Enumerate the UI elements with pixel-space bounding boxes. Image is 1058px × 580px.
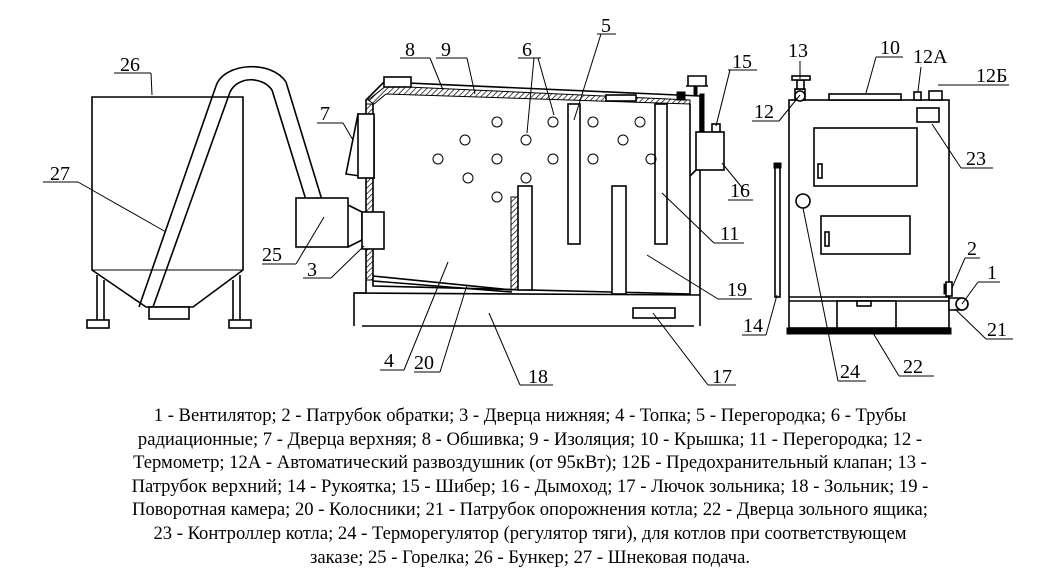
label-26: 26: [120, 54, 140, 76]
label-11: 11: [720, 223, 739, 245]
label-5: 5: [601, 15, 611, 37]
label-7: 7: [320, 103, 330, 125]
label-3: 3: [307, 259, 317, 281]
label-10: 10: [880, 37, 900, 59]
label-19: 19: [727, 279, 747, 301]
label-6: 6: [522, 39, 532, 61]
label-13: 13: [788, 40, 808, 62]
label-27: 27: [50, 163, 70, 185]
label-18: 18: [528, 366, 548, 388]
caption-line: Патрубок верхний; 14 - Рукоятка; 15 - Ши…: [131, 475, 929, 497]
label-23: 23: [966, 148, 986, 170]
caption-line: радиационные; 7 - Дверца верхняя; 8 - Об…: [137, 428, 923, 450]
part-labels: 26 27 25 3 7 8 9 6 5 15 16 11 19 17 18 2…: [50, 15, 1007, 388]
boiler-diagram: 26 27 25 3 7 8 9 6 5 15 16 11 19 17 18 2…: [43, 15, 1013, 388]
label-4: 4: [384, 350, 394, 372]
label-21: 21: [987, 319, 1007, 341]
auger-feed: [138, 65, 323, 308]
caption-line: 1 - Вентилятор; 2 - Патрубок обратки; 3 …: [153, 405, 907, 426]
label-17: 17: [712, 366, 732, 388]
label-15: 15: [732, 51, 752, 73]
label-25: 25: [262, 244, 282, 266]
label-14: 14: [743, 315, 763, 337]
caption-line: заказе; 25 - Горелка; 26 - Бункер; 27 - …: [310, 546, 750, 568]
boiler-section: [345, 75, 725, 327]
label-12: 12: [754, 101, 774, 123]
caption-line: 23 - Контроллер котла; 24 - Терморегулят…: [153, 522, 907, 544]
label-2: 2: [967, 238, 977, 260]
boiler-front: [773, 75, 969, 335]
label-20: 20: [414, 352, 434, 374]
label-16: 16: [730, 180, 750, 202]
label-8: 8: [405, 39, 415, 61]
label-12a: 12А: [913, 46, 948, 68]
label-12b: 12Б: [976, 65, 1007, 87]
burner: [295, 197, 363, 248]
caption-line: Поворотная камера; 20 - Колосники; 21 - …: [132, 499, 928, 521]
leader-lines: [43, 33, 1013, 386]
label-22: 22: [903, 356, 923, 378]
label-1: 1: [987, 262, 997, 284]
legend-caption: 1 - Вентилятор; 2 - Патрубок обратки; 3 …: [40, 404, 1020, 569]
caption-line: Термометр; 12А - Автоматический развозду…: [133, 452, 927, 474]
label-9: 9: [441, 39, 451, 61]
hopper: [86, 96, 252, 329]
label-24: 24: [840, 361, 860, 383]
